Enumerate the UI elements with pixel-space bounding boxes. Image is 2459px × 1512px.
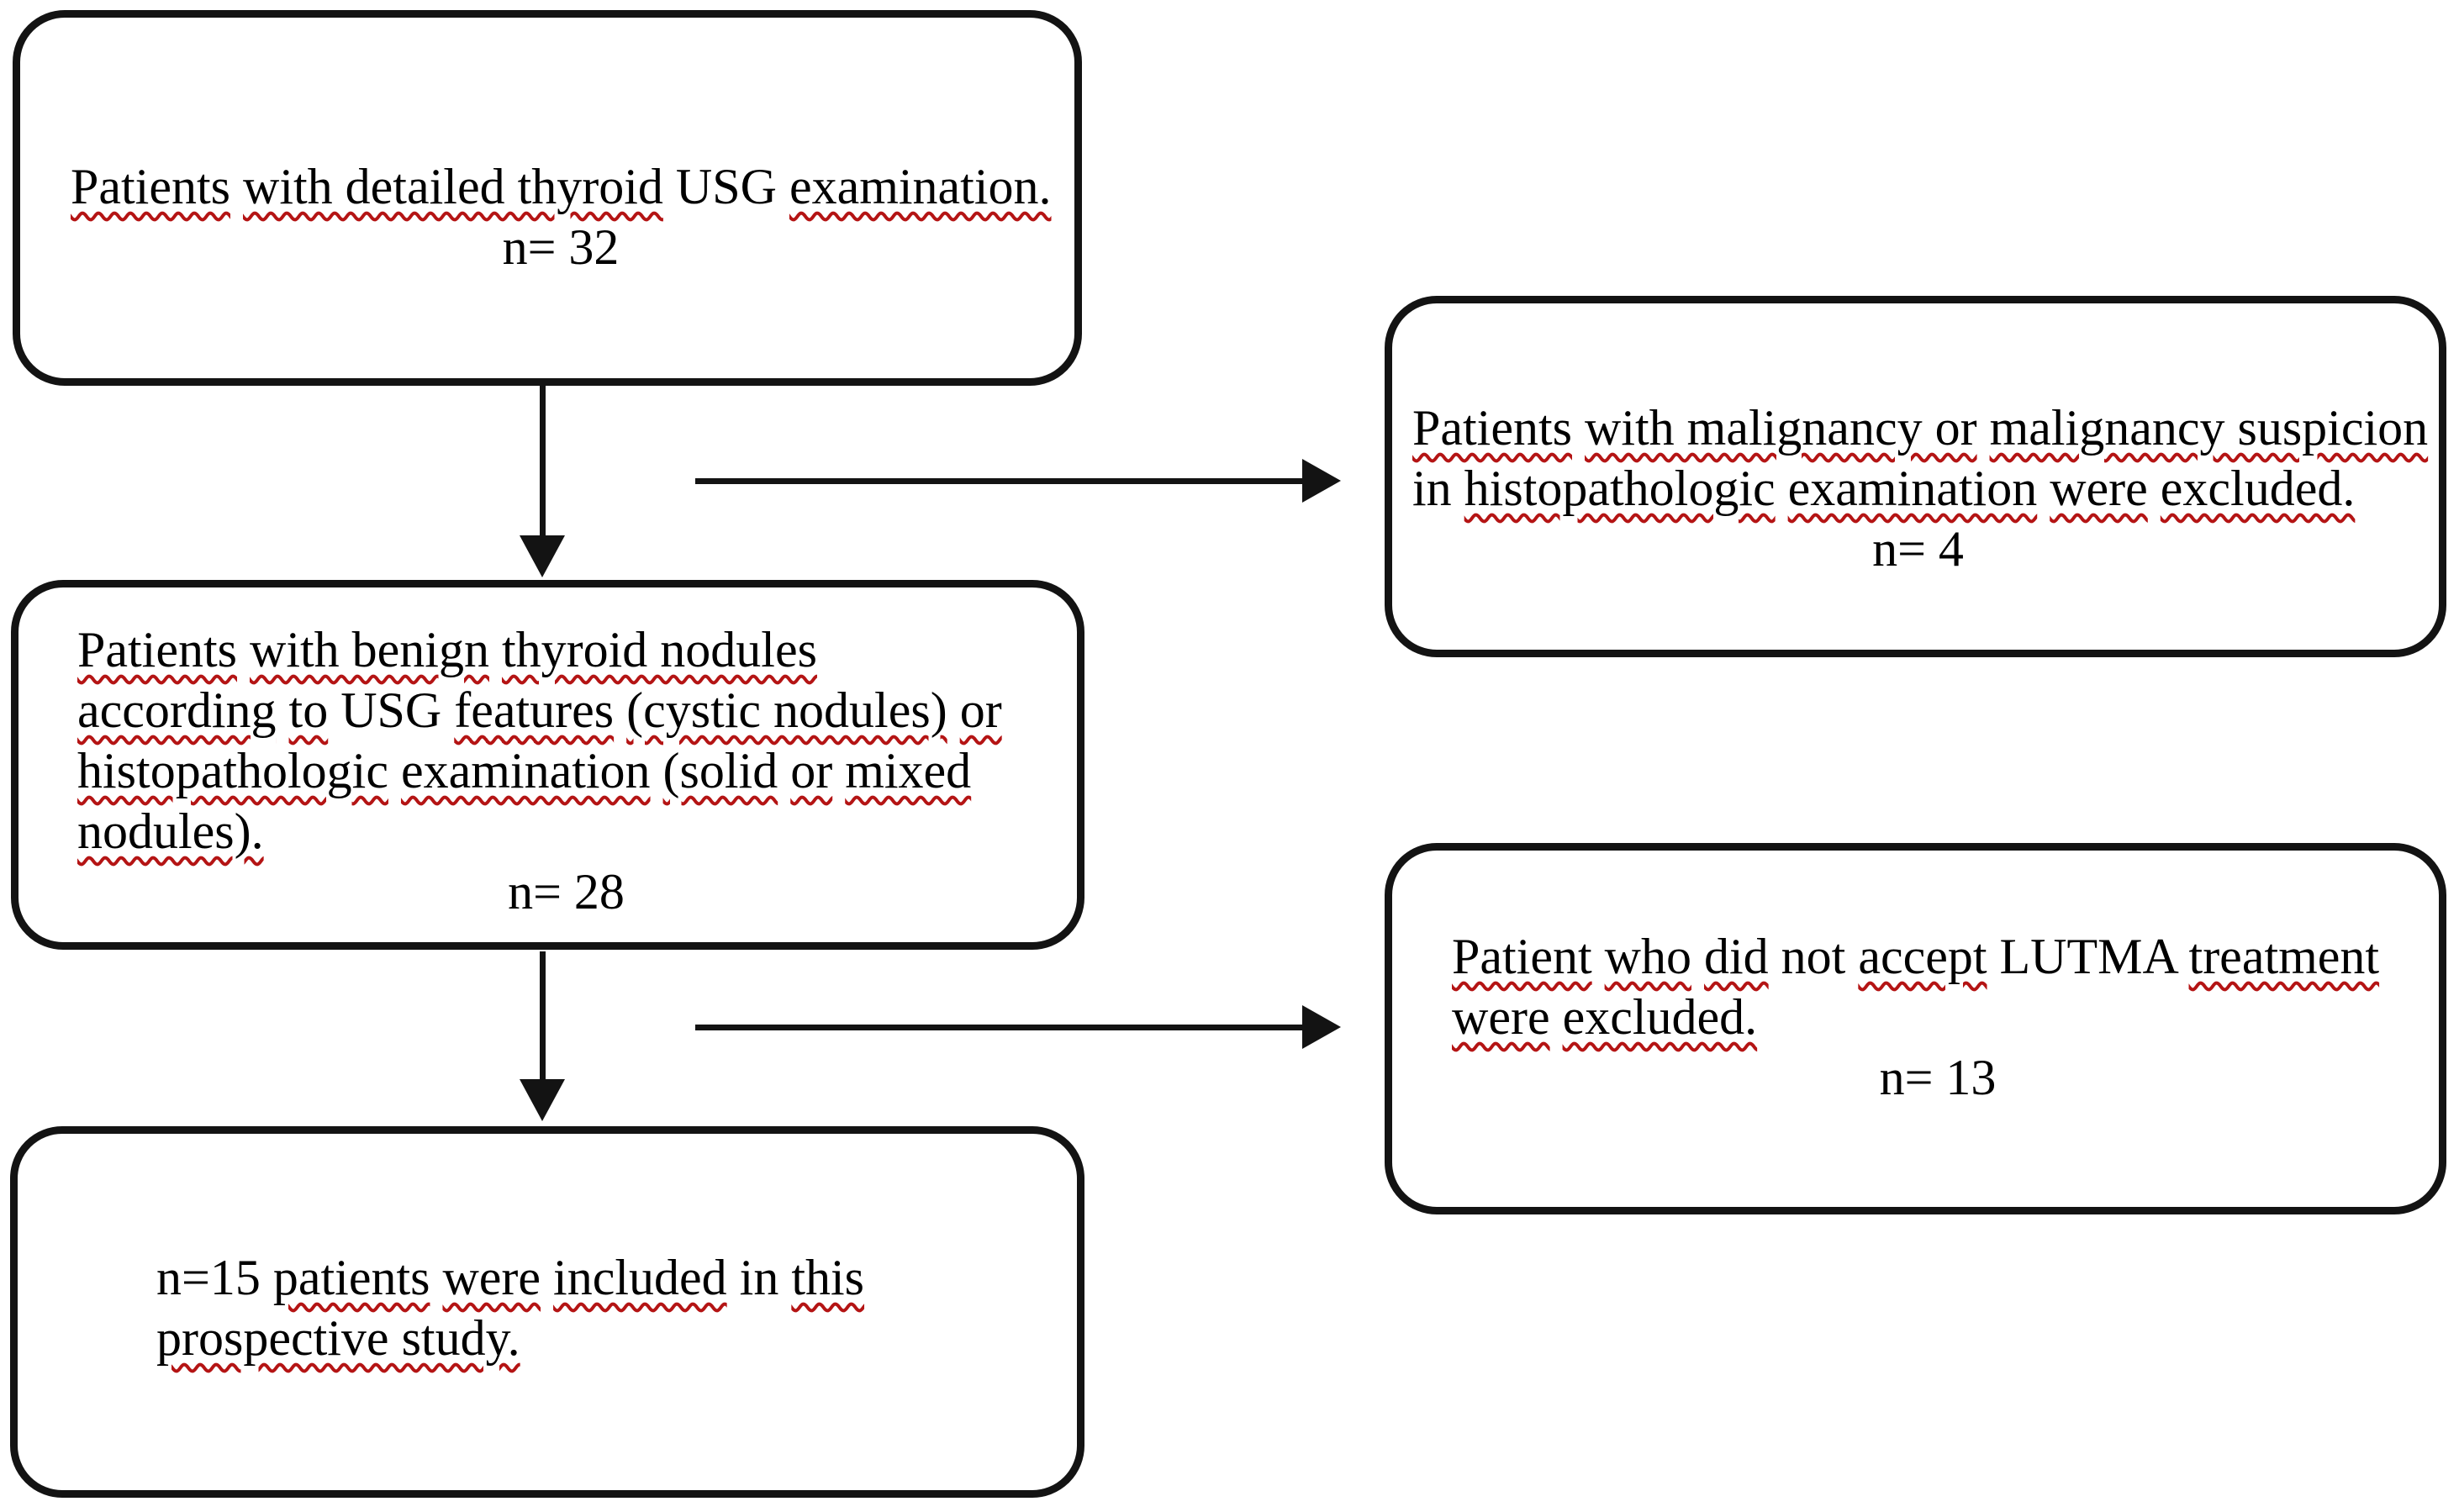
count-line: n= 28 <box>77 861 1055 922</box>
word: not <box>1781 929 1846 984</box>
misspelled-word: patients <box>272 1250 430 1305</box>
arrow-head-down-icon <box>520 1079 565 1121</box>
misspelled-word: Patient <box>1452 929 1592 984</box>
misspelled-word: excluded. <box>2160 461 2356 516</box>
misspelled-word: with benign <box>250 622 489 677</box>
misspelled-word: mixed <box>845 743 972 798</box>
box-text-line: Patients with detailed thyroid USG exami… <box>71 156 1052 217</box>
misspelled-word: examination <box>1787 461 2038 516</box>
misspelled-word: were <box>1452 989 1550 1045</box>
word: in <box>1412 461 1452 516</box>
word: n= 32 <box>502 219 620 275</box>
misspelled-word: (cystic nodules) <box>626 682 947 738</box>
misspelled-word: Patients <box>71 159 230 214</box>
count-line: n= 32 <box>71 217 1051 277</box>
misspelled-word: features <box>454 682 615 738</box>
box-text-line: Patients with benign thyroid nodules <box>77 619 1055 680</box>
box-excluded-lutma: Patient who did not accept LUTMA treatme… <box>1385 843 2446 1214</box>
count-line: n= 13 <box>1452 1047 2424 1108</box>
misspelled-word: who <box>1604 929 1691 984</box>
box-text-line: histopathologic examination (solid or mi… <box>77 740 1055 801</box>
box-text-line: prospective study. <box>156 1308 1055 1368</box>
word: USG <box>340 682 442 738</box>
arrow-shaft <box>540 951 546 1081</box>
misspelled-word: excluded. <box>1562 989 1758 1045</box>
count-line: n= 4 <box>1412 519 2424 579</box>
misspelled-word: with malignancy or <box>1585 400 1977 456</box>
misspelled-word: accept <box>1858 929 1987 984</box>
misspelled-word: thyroid nodules <box>501 622 817 677</box>
word: n= 13 <box>1879 1050 1997 1105</box>
word: in <box>739 1250 779 1305</box>
arrow-shaft <box>695 478 1302 484</box>
misspelled-word: included <box>553 1250 727 1305</box>
word: USG <box>675 159 777 214</box>
word: LUTMA <box>1999 929 2177 984</box>
arrow-head-right-icon <box>1302 1005 1341 1049</box>
arrow-shaft <box>695 1025 1302 1030</box>
misspelled-word: or <box>959 682 1002 738</box>
misspelled-word: treatment <box>2188 929 2380 984</box>
misspelled-word: to <box>288 682 329 738</box>
misspelled-word: histopathologic <box>1464 461 1776 516</box>
misspelled-word: with detailed thyroid <box>243 159 663 214</box>
misspelled-word: this <box>791 1250 865 1305</box>
box-usg-examination: Patients with detailed thyroid USG exami… <box>13 10 1082 386</box>
word: n= 28 <box>508 864 625 919</box>
misspelled-word: were <box>2050 461 2148 516</box>
misspelled-word: examination <box>400 743 651 798</box>
misspelled-word: Patients <box>77 622 237 677</box>
box-text-line: Patient who did not accept LUTMA treatme… <box>1452 926 2424 987</box>
box-text-line: nodules). <box>77 801 1055 861</box>
misspelled-word: were <box>442 1250 541 1305</box>
misspelled-word: according <box>77 682 277 738</box>
box-text-line: n=15 patients were included in this <box>156 1247 1055 1308</box>
misspelled-word: malignancy suspicion <box>1989 400 2429 456</box>
misspelled-word: prospective study. <box>156 1310 520 1366</box>
misspelled-word: or <box>790 743 833 798</box>
box-text-line: according to USG features (cystic nodule… <box>77 680 1055 740</box>
misspelled-word: did <box>1703 929 1769 984</box>
arrow-head-right-icon <box>1302 459 1341 503</box>
word: n= 4 <box>1872 521 1964 577</box>
box-text-line: were excluded. <box>1452 987 2424 1047</box>
arrow-head-down-icon <box>520 535 565 577</box>
misspelled-word: examination. <box>789 159 1052 214</box>
misspelled-word: Patients <box>1412 400 1572 456</box>
box-excluded-malignancy: Patients with malignancy or malignancy s… <box>1385 296 2446 657</box>
misspelled-word: (solid <box>662 743 778 798</box>
misspelled-word: histopathologic <box>77 743 388 798</box>
box-text-line: in histopathologic examination were excl… <box>1412 458 2424 519</box>
misspelled-word: nodules). <box>77 803 264 859</box>
arrow-shaft <box>540 384 546 537</box>
word: n=15 <box>156 1250 261 1305</box>
box-text-line: Patients with malignancy or malignancy s… <box>1412 398 2428 458</box>
